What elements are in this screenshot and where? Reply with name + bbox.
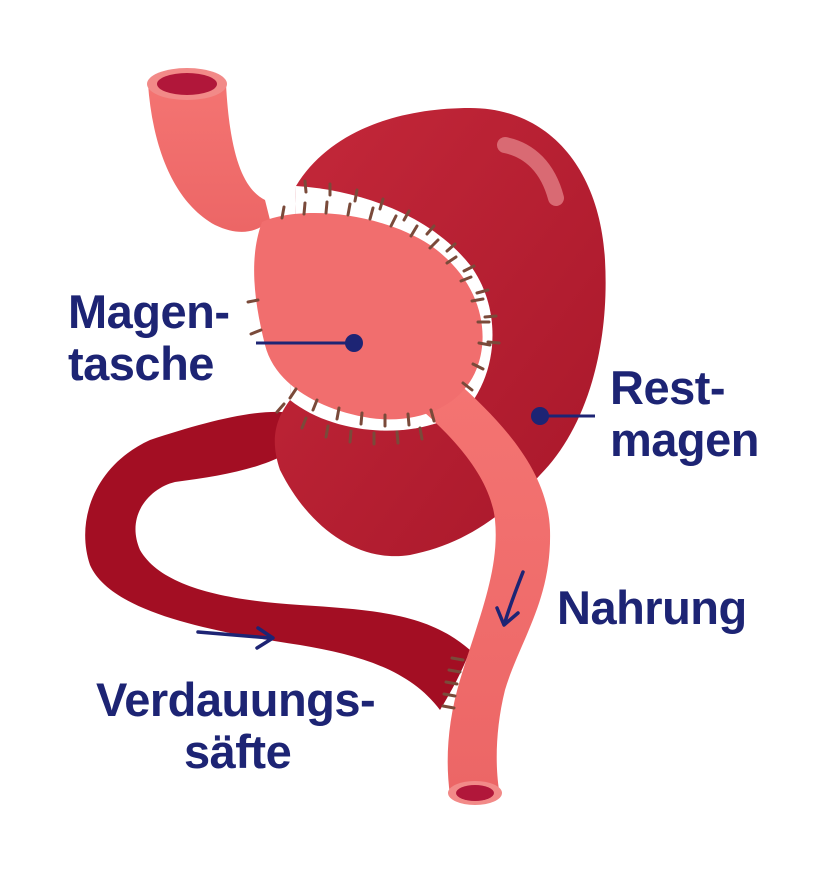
digestive-juice-arrow	[196, 626, 275, 650]
roux-limb	[410, 380, 551, 795]
label-gastric-pouch: Magen- tasche	[68, 286, 230, 390]
stomach-highlight	[497, 137, 564, 206]
label-digestive-juices-line1: Verdauungs-	[96, 673, 376, 726]
label-remnant-stomach: Rest- magen	[610, 361, 760, 466]
label-food-line1: Nahrung	[557, 581, 747, 634]
pointer-pouch	[256, 334, 363, 352]
staple-line-anastomosis	[441, 656, 465, 710]
label-remnant-stomach-line2: magen	[610, 413, 760, 466]
gastric-pouch	[254, 213, 483, 420]
label-food: Nahrung	[557, 582, 747, 634]
staple-line-remnant	[275, 179, 501, 446]
label-gastric-pouch-line1: Magen-	[68, 285, 230, 338]
label-digestive-juices-line2: säfte	[184, 725, 292, 778]
food-flow-arrow	[495, 570, 525, 627]
staple-line-pouch	[246, 200, 492, 428]
esophagus-lumen	[157, 73, 217, 95]
intestine-loop	[85, 411, 470, 710]
label-remnant-stomach-line1: Rest-	[610, 361, 726, 414]
label-gastric-pouch-line2: tasche	[68, 337, 214, 390]
esophagus	[148, 84, 270, 232]
label-digestive-juices: Verdauungs- säfte	[96, 673, 376, 778]
intestine-lumen	[456, 785, 494, 801]
pointer-remnant	[531, 407, 595, 425]
